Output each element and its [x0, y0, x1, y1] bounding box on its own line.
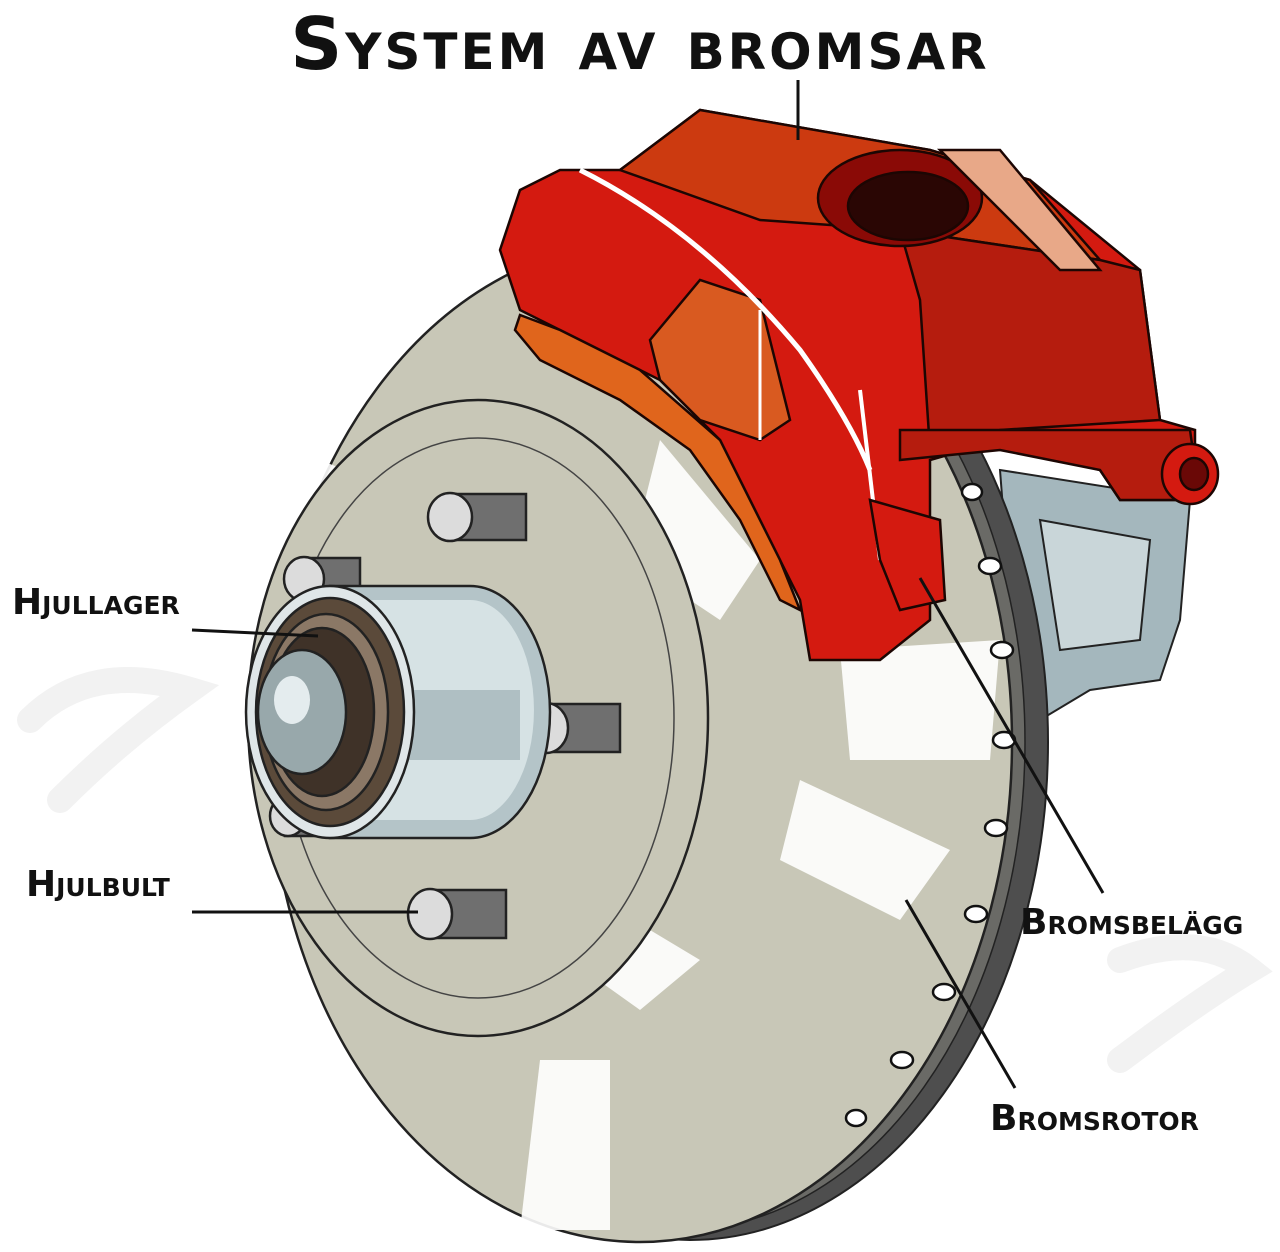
wheel-stud: [406, 887, 508, 941]
caliper-arm-cutout: [648, 278, 792, 442]
leader-hjullager: [191, 628, 319, 638]
label-hjulbult: Hjulbult: [26, 864, 170, 905]
label-hjullager: Hjullager: [12, 582, 180, 623]
brake-caliper: [498, 108, 1220, 662]
brake-pad: [868, 498, 947, 612]
wheel-stud: [426, 491, 528, 543]
wheel-bearing: [244, 584, 416, 840]
rotor-vent-holes: [844, 482, 1017, 1128]
caliper-bolt-lug: [898, 428, 1202, 502]
caliper-side: [898, 228, 1162, 452]
caliper-pad-bracket: [936, 148, 1103, 272]
background-watermark: [17, 667, 1273, 1073]
label-bromsbelagg: Bromsbelägg: [1020, 902, 1244, 943]
diagram-title: System av bromsar: [290, 2, 990, 86]
leader-bromsrotor: [904, 899, 1017, 1089]
leader-lines: [191, 80, 1105, 1089]
leader-bromsbelagg: [918, 577, 1105, 894]
caliper-orange-flange: [513, 313, 803, 613]
caliper-bracket: [998, 468, 1192, 722]
label-bromsrotor: Bromsrotor: [990, 1098, 1199, 1139]
